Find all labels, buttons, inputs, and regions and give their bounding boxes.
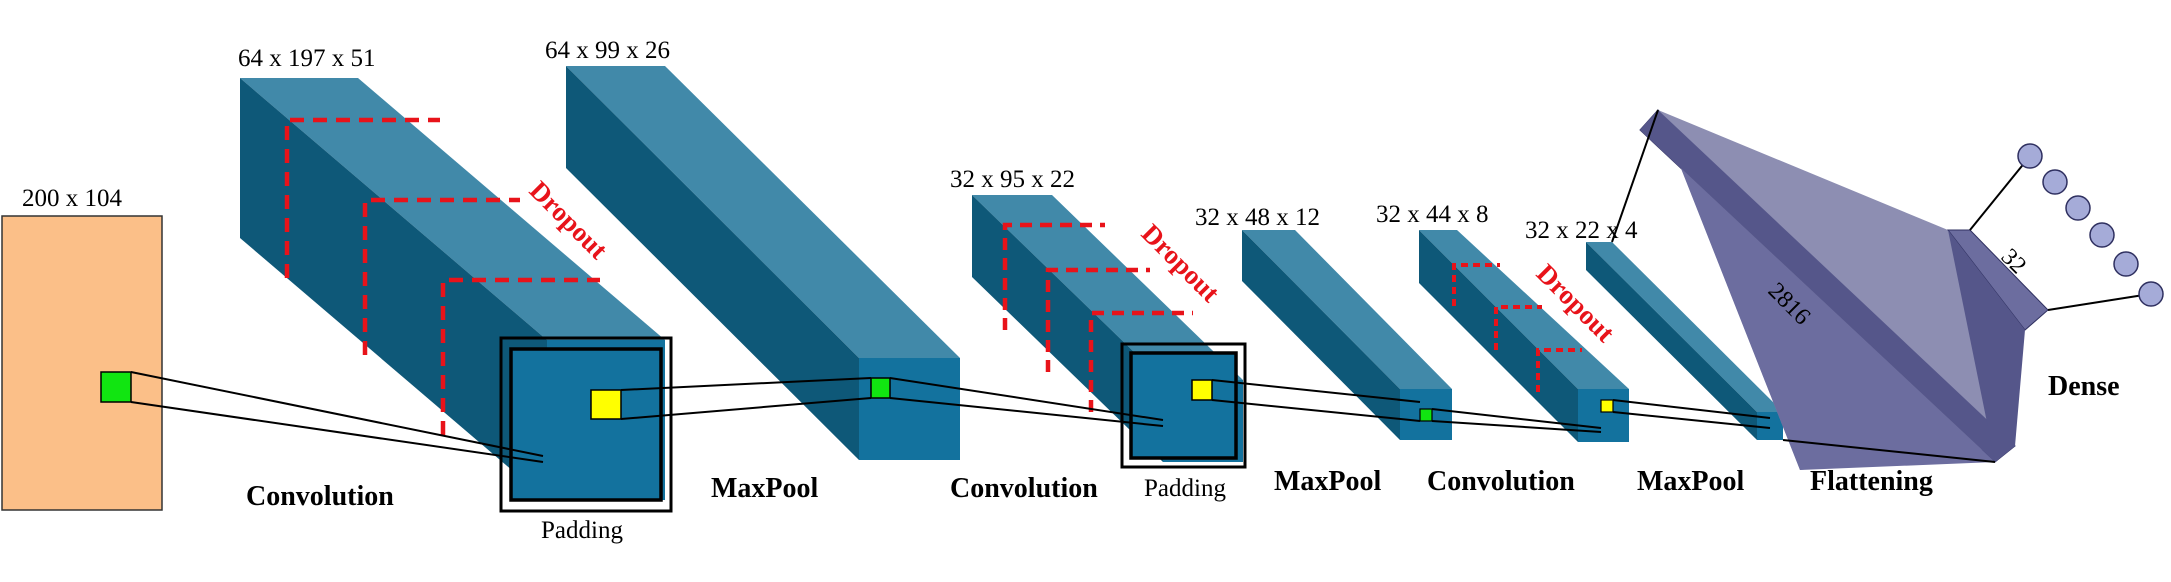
dense-op-label: Dense	[2048, 371, 2120, 402]
conv1-padding-frame	[499, 336, 673, 513]
conv3-front-face	[1578, 389, 1629, 442]
conv2-padding-frame	[1120, 342, 1247, 469]
conv3-dims: 32 x 44 x 8	[1376, 201, 1489, 228]
neuron-6	[2138, 281, 2164, 307]
conv1-block: Dropout 64 x 197 x 51 Padding Convolutio…	[238, 45, 673, 544]
conv2-dropout-lines	[1002, 222, 1193, 412]
dense-block-side	[1948, 230, 2025, 462]
neuron-1	[2017, 143, 2043, 169]
pool1-op-label: MaxPool	[711, 473, 819, 504]
dense-neurons	[2017, 143, 2164, 307]
pool3-block: 32 x 22 x 4 MaxPool	[1525, 217, 1783, 497]
conv1-kernel	[590, 389, 622, 420]
pool2-block: 32 x 48 x 12 MaxPool	[1195, 204, 1452, 497]
conv1-op-label: Convolution	[246, 481, 394, 512]
flatten-op-label: Flattening	[1810, 466, 1933, 497]
conv1-padding-label: Padding	[541, 517, 623, 544]
conv2-top-face	[972, 195, 1243, 380]
conv3-dropout-lines	[1452, 263, 1582, 392]
conv2-dims: 32 x 95 x 22	[950, 166, 1075, 193]
conv3-kernel	[1600, 399, 1614, 413]
neuron-5	[2113, 251, 2139, 277]
conv1-dropout-lines	[284, 117, 600, 435]
neuron-4	[2089, 222, 2115, 248]
pool3-dims: 32 x 22 x 4	[1525, 217, 1638, 244]
conv2-side-face	[972, 195, 1163, 462]
conv2-block: Dropout 32 x 95 x 22 Padding Convolution	[950, 166, 1247, 504]
pool1-dims: 64 x 99 x 26	[545, 37, 670, 64]
flatten-face	[1640, 110, 1995, 470]
input-kernel	[100, 371, 132, 403]
conv2-padded-map	[1129, 351, 1238, 460]
conv3-top-face	[1419, 230, 1629, 389]
conv1-padded-map	[509, 347, 663, 502]
pool1-front-face	[859, 358, 960, 460]
conv2-op-label: Convolution	[950, 473, 1098, 504]
dense-block-top	[1946, 229, 2049, 331]
pool1-side-face	[566, 66, 859, 460]
conv2-padding-label: Padding	[1144, 475, 1226, 502]
conv3-op-label: Convolution	[1427, 466, 1575, 497]
pool3-side-face	[1586, 242, 1757, 440]
pool3-op-label: MaxPool	[1637, 466, 1745, 497]
conv1-side-face	[240, 78, 547, 500]
flatten-edge	[1640, 110, 2015, 462]
pool1-top-face	[566, 66, 960, 358]
pool2-op-label: MaxPool	[1274, 466, 1382, 497]
pool2-dims: 32 x 48 x 12	[1195, 204, 1320, 231]
neuron-2	[2042, 169, 2068, 195]
pool1-kernel	[870, 377, 891, 399]
input-dims: 200 x 104	[22, 185, 123, 212]
pool2-side-face	[1242, 230, 1400, 440]
dense-section: 2816 32 Flattening Dense	[1639, 109, 2120, 497]
pool2-kernel	[1419, 408, 1433, 422]
pool1-block: 64 x 99 x 26 MaxPool	[545, 37, 960, 504]
neuron-3	[2065, 195, 2091, 221]
pool3-top-face	[1586, 242, 1783, 412]
input-image	[1, 215, 163, 511]
input-layer: 200 x 104	[1, 185, 163, 511]
conv1-top-face	[240, 78, 665, 340]
conv2-kernel	[1191, 379, 1213, 401]
connection-lines	[130, 109, 2151, 463]
conv1-dims: 64 x 197 x 51	[238, 45, 376, 72]
pool2-top-face	[1242, 230, 1452, 389]
